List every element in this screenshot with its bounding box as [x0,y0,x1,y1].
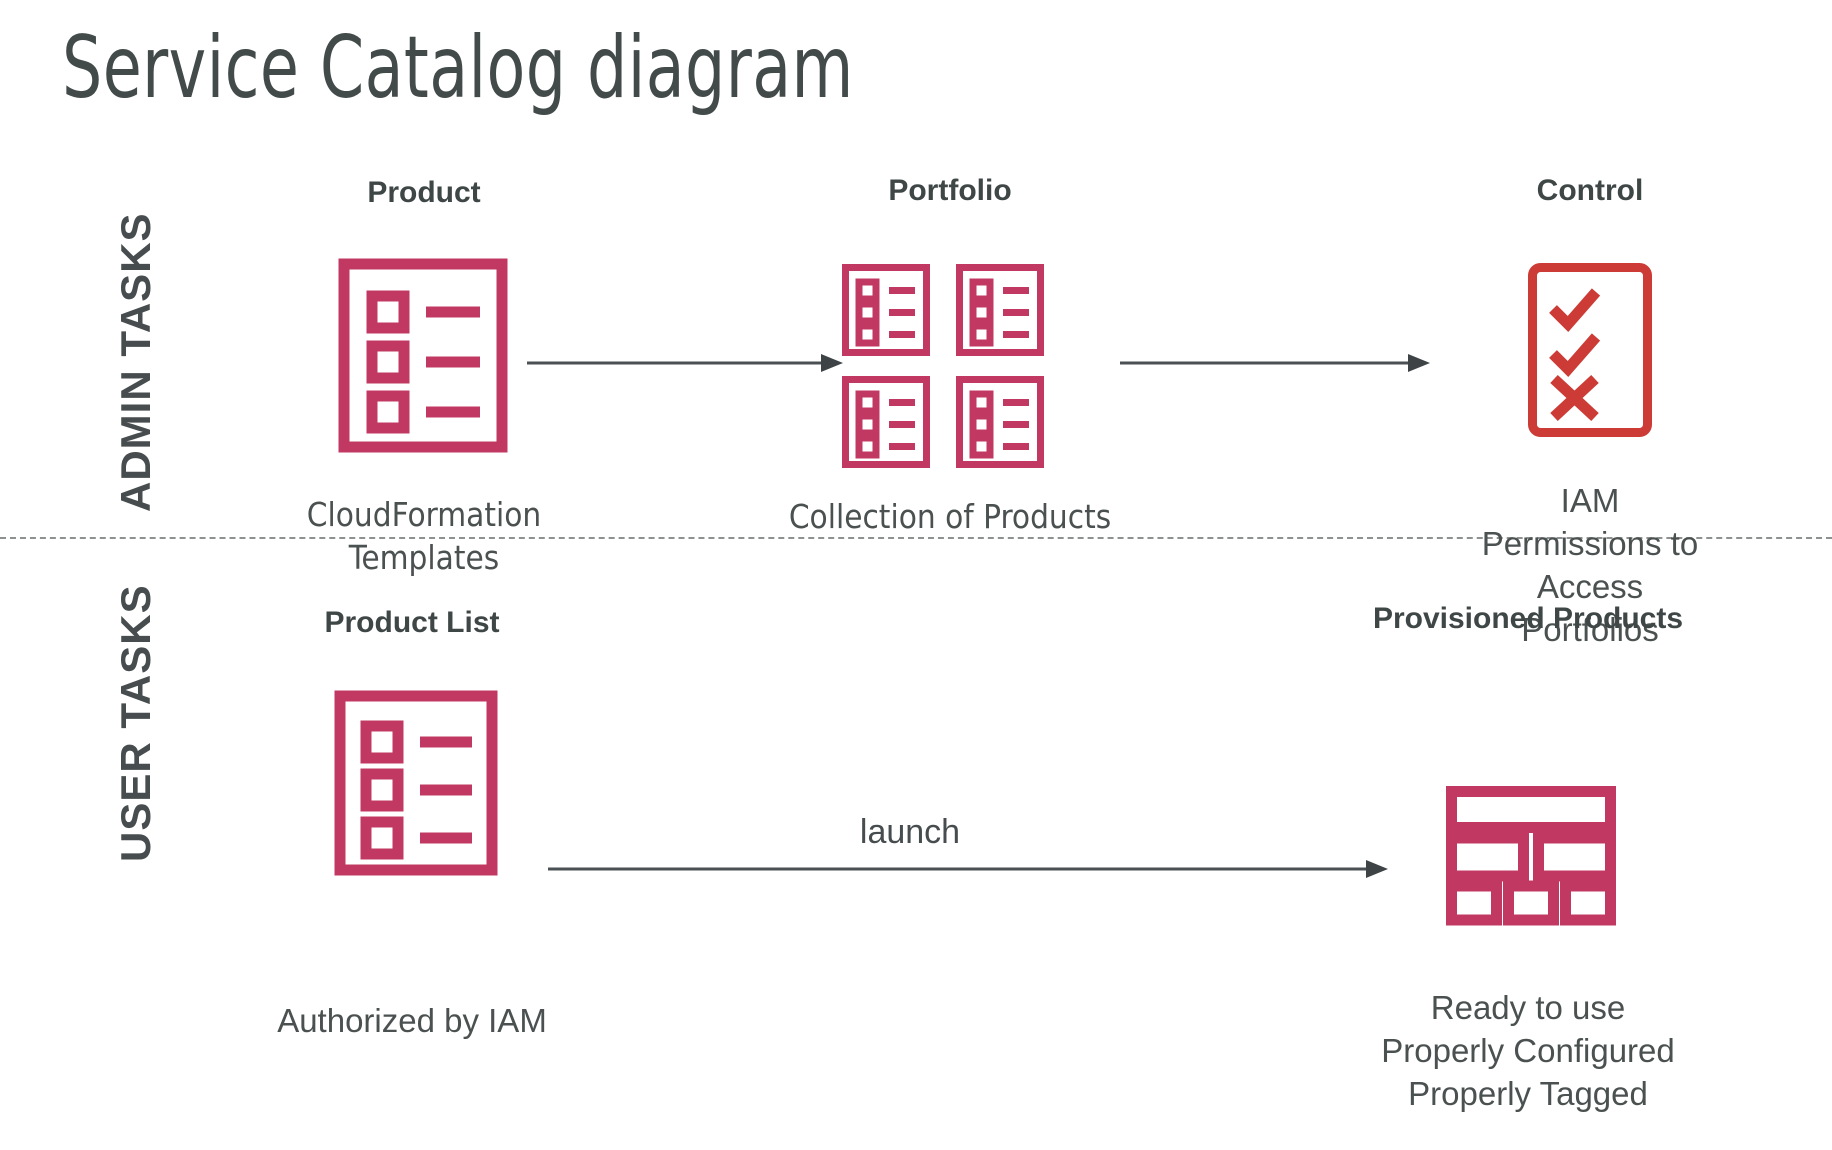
section-divider [0,537,1832,539]
band-label-admin-tasks: ADMIN TASKS [112,212,159,512]
node-heading-portfolio: Portfolio [888,174,1012,207]
arrow-product-to-portfolio [527,352,843,374]
node-heading-provisioned-products: Provisioned Products [1372,602,1684,635]
product-list-document-icon [334,690,498,876]
page-title: Service Catalog diagram [62,18,854,118]
arrow-label-launch: launch [859,813,961,851]
band-label-user-tasks: USER TASKS [112,584,159,862]
product-list-document-icon [338,258,508,453]
node-caption-portfolio: Collection of Products [788,497,1112,536]
node-caption-product-list: Authorized by IAM [277,1002,547,1039]
node-heading-control: Control [1536,174,1644,207]
portfolio-grid-icon [840,262,1055,472]
checklist-control-icon [1527,262,1653,438]
node-caption-provisioned-products: Ready to use Properly Configured Properl… [1381,989,1675,1112]
provisioned-mosaic-icon [1446,786,1616,926]
arrow-portfolio-to-control [1120,352,1430,374]
node-caption-control: IAM Permissions to Access Portfolios [1481,482,1699,648]
node-heading-product: Product [367,176,481,209]
arrow-launch [548,858,1388,880]
node-caption-product: CloudFormation Templates [306,495,542,577]
node-heading-product-list: Product List [324,606,500,639]
